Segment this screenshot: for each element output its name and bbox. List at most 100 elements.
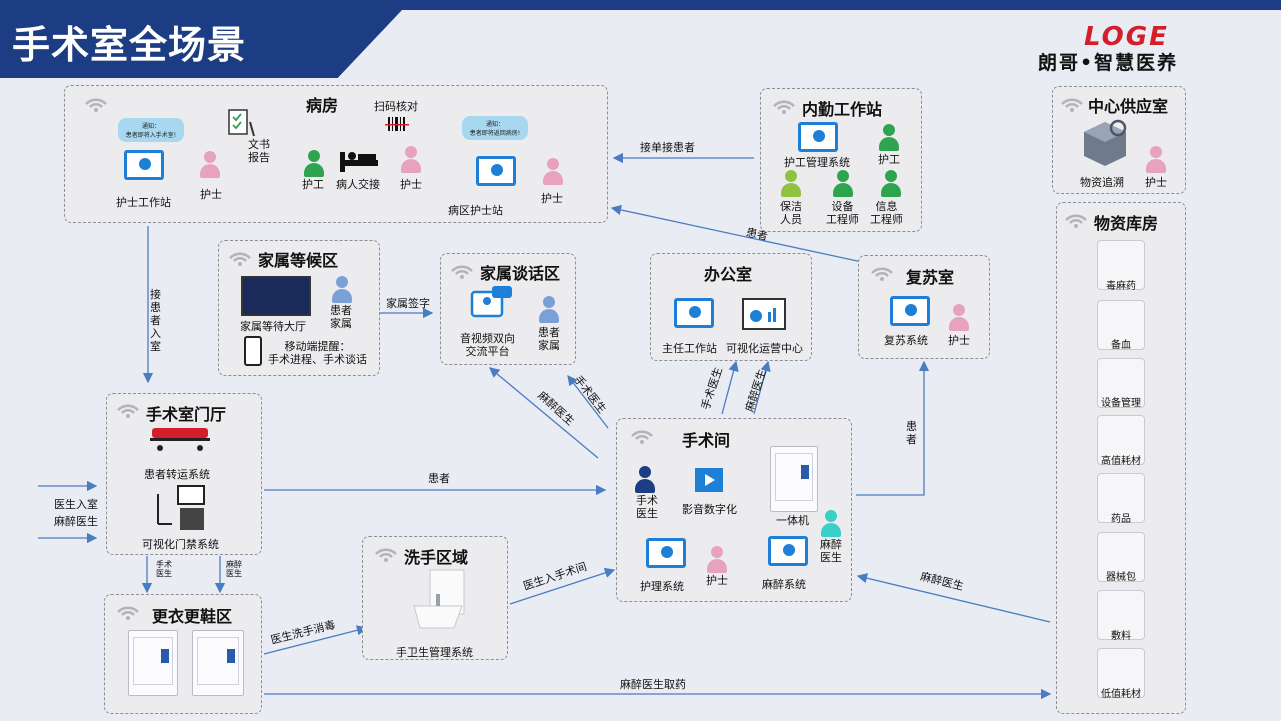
inner-cleaner: 保洁 人员 (780, 200, 802, 226)
arrow-enter-or (509, 567, 616, 605)
or-title: 手术间 (682, 431, 731, 450)
arrow-anes-office (753, 360, 771, 415)
inner-system: 护工管理系统 (784, 156, 850, 169)
or-anes-doc: 麻醉 医生 (820, 538, 842, 564)
ward-worker: 护工 (302, 178, 324, 191)
anes-system-icon (768, 536, 808, 566)
cleaner-icon (780, 170, 802, 198)
worker-icon (303, 150, 325, 178)
nurse-icon (706, 546, 728, 574)
ward-station-icon (476, 156, 516, 186)
office-center: 可视化运营中心 (726, 342, 803, 355)
tile-blood-icon (1097, 300, 1145, 350)
logo-mark: LOGE (1084, 22, 1169, 52)
lobby-transport: 患者转运系统 (144, 468, 210, 481)
access-gate-icon (157, 485, 205, 530)
label-patient-or: 患者 (428, 472, 450, 485)
video-icon (695, 468, 723, 492)
warehouse-item-1: 备血 (1111, 340, 1131, 351)
label-pickup: 接单接患者 (640, 141, 695, 154)
warehouse-item-7: 低值耗材 (1101, 689, 1141, 700)
ward-nurse3: 护士 (541, 192, 563, 205)
family-talk-platform: 音视频双向 交流平台 (460, 332, 515, 358)
wifi-icon (375, 548, 397, 562)
or-surgeon: 手术 医生 (636, 494, 658, 520)
warehouse-item-2: 设备管理 (1101, 398, 1141, 409)
nurse-icon (1145, 146, 1167, 174)
recovery-system: 复苏系统 (884, 334, 928, 347)
inner-worker: 护工 (878, 153, 900, 166)
or-aio: 一体机 (776, 514, 809, 527)
nurse-icon (199, 151, 221, 179)
recovery-system-icon (890, 296, 930, 326)
recovery-nurse: 护士 (948, 334, 970, 347)
ward-nurse-station: 护士工作站 (116, 196, 171, 209)
label-family-sign: 家属签字 (386, 297, 430, 310)
wifi-icon (117, 606, 139, 620)
arrow-patient-recovery (856, 360, 930, 496)
wash-basin-icon (413, 569, 465, 629)
ward-scan: 扫码核对 (374, 100, 418, 113)
page-title: 手术室全场景 (12, 23, 247, 67)
warehouse-item-0: 毒麻药 (1106, 281, 1136, 292)
ward-nurse2: 护士 (400, 178, 422, 191)
title-banner (0, 10, 402, 78)
bed-icon (340, 152, 378, 172)
logo-text: 朗哥•智慧医养 (1038, 52, 1179, 74)
family-talk-family: 患者 家属 (538, 326, 560, 352)
notice-bubble-1: 通知： 患者即将入手术室! (118, 118, 184, 142)
tile-narcotics-icon (1097, 240, 1145, 290)
engineer-icon (832, 170, 854, 198)
tile-medicine-icon (1097, 473, 1145, 523)
phone-icon (244, 336, 262, 366)
shoe-cabinet-icon (192, 630, 244, 696)
label-anes-down: 麻醉 医生 (226, 560, 242, 578)
tile-low-value-icon (1097, 648, 1145, 698)
nurse-icon (400, 146, 422, 174)
top-bar (0, 0, 1281, 10)
family-wait-family: 患者 家属 (330, 304, 352, 330)
supply-title: 中心供应室 (1088, 97, 1169, 116)
wifi-icon (85, 98, 107, 112)
office-director: 主任工作站 (662, 342, 717, 355)
dashboard-icon (742, 298, 786, 330)
all-in-one-icon (770, 446, 818, 512)
or-nurse: 护士 (706, 574, 728, 587)
anesthesiologist-icon (820, 510, 842, 538)
wash-title: 洗手区域 (404, 548, 469, 567)
wash-hygiene: 手卫生管理系统 (396, 646, 473, 659)
trace-box-icon (1084, 119, 1127, 166)
surgeon-icon (634, 466, 656, 494)
warehouse-item-5: 器械包 (1106, 572, 1136, 583)
zone-inner-station (760, 88, 922, 232)
or-anes-sys: 麻醉系统 (762, 578, 806, 591)
change-title: 更衣更鞋区 (152, 607, 233, 626)
worker-icon (878, 124, 900, 152)
office-title: 办公室 (704, 265, 753, 284)
label-anes-in: 麻醉医生 (54, 515, 98, 528)
wifi-icon (871, 267, 893, 281)
family-mobile: 移动端提醒： 手术进程、手术谈话 (268, 340, 367, 366)
nurse-icon (948, 304, 970, 332)
wifi-icon (1061, 98, 1083, 112)
label-doctor-in: 医生入室 (54, 498, 98, 511)
warehouse-item-4: 药品 (1111, 514, 1131, 525)
or-av: 影音数字化 (682, 503, 737, 516)
wifi-icon (1065, 214, 1087, 228)
inner-info-eng: 信息 工程师 (870, 200, 903, 226)
tile-equipment-icon (1097, 358, 1145, 408)
ward-ward-station: 病区护士站 (448, 204, 503, 217)
wifi-icon (117, 404, 139, 418)
engineer-icon (880, 170, 902, 198)
recovery-title: 复苏室 (906, 268, 955, 287)
ward-title: 病房 (306, 96, 339, 115)
nurse-icon (542, 158, 564, 186)
family-talk-title: 家属谈话区 (480, 264, 561, 283)
nurse-station-icon (124, 150, 164, 180)
or-care-sys: 护理系统 (640, 580, 684, 593)
wifi-icon (631, 430, 653, 444)
family-icon (331, 276, 353, 304)
lobby-title: 手术室门厅 (146, 405, 227, 424)
tile-dressing-icon (1097, 590, 1145, 640)
